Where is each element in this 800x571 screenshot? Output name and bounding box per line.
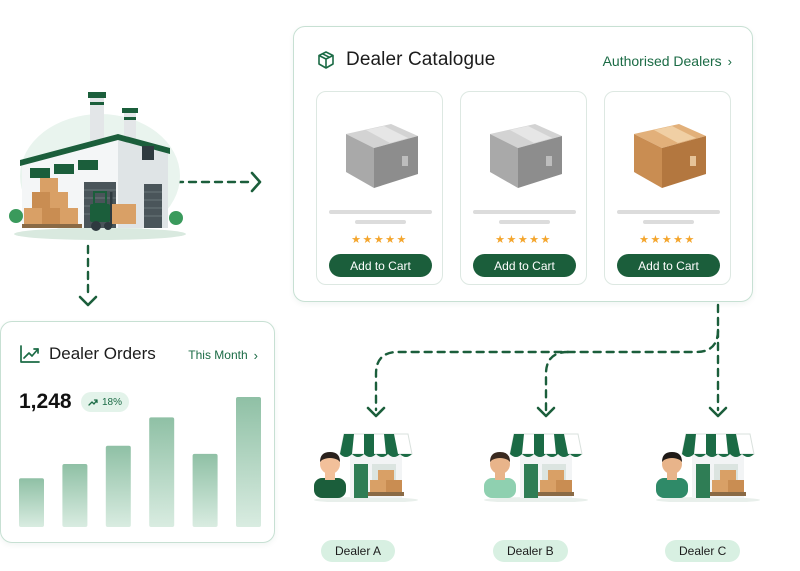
orders-bar	[19, 478, 44, 527]
product-name-placeholder	[473, 210, 576, 214]
brown-box-icon	[634, 124, 706, 188]
growth-value: 18%	[102, 396, 123, 408]
authorised-dealers-link[interactable]: Authorised Dealers ›	[603, 53, 732, 69]
dealer-a[interactable]: Dealer A	[308, 430, 418, 562]
orders-bar-chart	[19, 397, 261, 527]
orders-header: Dealer Orders	[19, 344, 156, 364]
trend-up-icon	[88, 399, 98, 406]
dealer-storefront-icon	[314, 433, 418, 502]
rating-stars: ★★★★★	[639, 234, 696, 246]
orders-bar	[192, 453, 218, 527]
catalogue-to-dealer-b-connector	[544, 350, 570, 412]
rating-stars: ★★★★★	[351, 234, 408, 246]
dealer-storefront-icon	[656, 433, 760, 502]
arrowhead-down-icon	[78, 295, 98, 307]
grey-box-icon	[346, 124, 418, 188]
product-price-placeholder	[355, 220, 406, 224]
product-name-placeholder	[329, 210, 432, 214]
arrowhead-down-icon	[536, 406, 556, 418]
chevron-right-icon: ›	[727, 53, 732, 69]
orders-bar	[105, 445, 131, 527]
add-to-cart-button[interactable]: Add to Cart	[617, 254, 720, 277]
dealer-c[interactable]: Dealer C	[650, 430, 760, 562]
catalogue-to-dealer-a-connector	[374, 303, 720, 412]
dealer-catalogue-card: Dealer Catalogue Authorised Dealers › ★★…	[293, 26, 753, 302]
period-label: This Month	[188, 348, 248, 362]
orders-title: Dealer Orders	[49, 344, 156, 363]
dealer-label: Dealer C	[665, 540, 741, 562]
orders-bar	[149, 417, 175, 527]
authorised-dealers-label: Authorised Dealers	[602, 53, 722, 69]
factory-illustration	[9, 92, 186, 240]
rating-stars: ★★★★★	[495, 234, 552, 246]
orders-total: 1,248	[19, 390, 72, 413]
add-to-cart-button[interactable]: Add to Cart	[473, 254, 576, 277]
product-price-placeholder	[643, 220, 694, 224]
product-price-placeholder	[499, 220, 550, 224]
dealer-storefront-icon	[484, 433, 588, 502]
package-icon	[318, 51, 334, 69]
arrowhead-down-icon	[708, 406, 728, 418]
product-card[interactable]: ★★★★★ Add to Cart	[460, 91, 587, 285]
orders-bar	[62, 464, 88, 527]
add-to-cart-button[interactable]: Add to Cart	[329, 254, 432, 277]
catalogue-header: Dealer Catalogue	[316, 49, 495, 71]
product-card[interactable]: ★★★★★ Add to Cart	[316, 91, 443, 285]
period-selector[interactable]: This Month ›	[188, 348, 258, 363]
orders-bar	[236, 397, 261, 527]
trend-chart-icon	[20, 345, 40, 363]
product-card[interactable]: ★★★★★ Add to Cart	[604, 91, 731, 285]
dealer-label: Dealer B	[493, 540, 568, 562]
catalogue-title: Dealer Catalogue	[346, 49, 496, 70]
arrowhead-down-icon	[366, 406, 386, 418]
arrowhead-right-icon	[250, 171, 262, 193]
grey-box-icon	[490, 124, 562, 188]
dealer-orders-card: Dealer Orders This Month › 1,248 18%	[0, 321, 275, 543]
dealer-b[interactable]: Dealer B	[478, 430, 588, 562]
dealer-label: Dealer A	[321, 540, 396, 562]
product-name-placeholder	[617, 210, 720, 214]
chevron-right-icon: ›	[253, 348, 258, 363]
growth-badge: 18%	[81, 392, 130, 412]
